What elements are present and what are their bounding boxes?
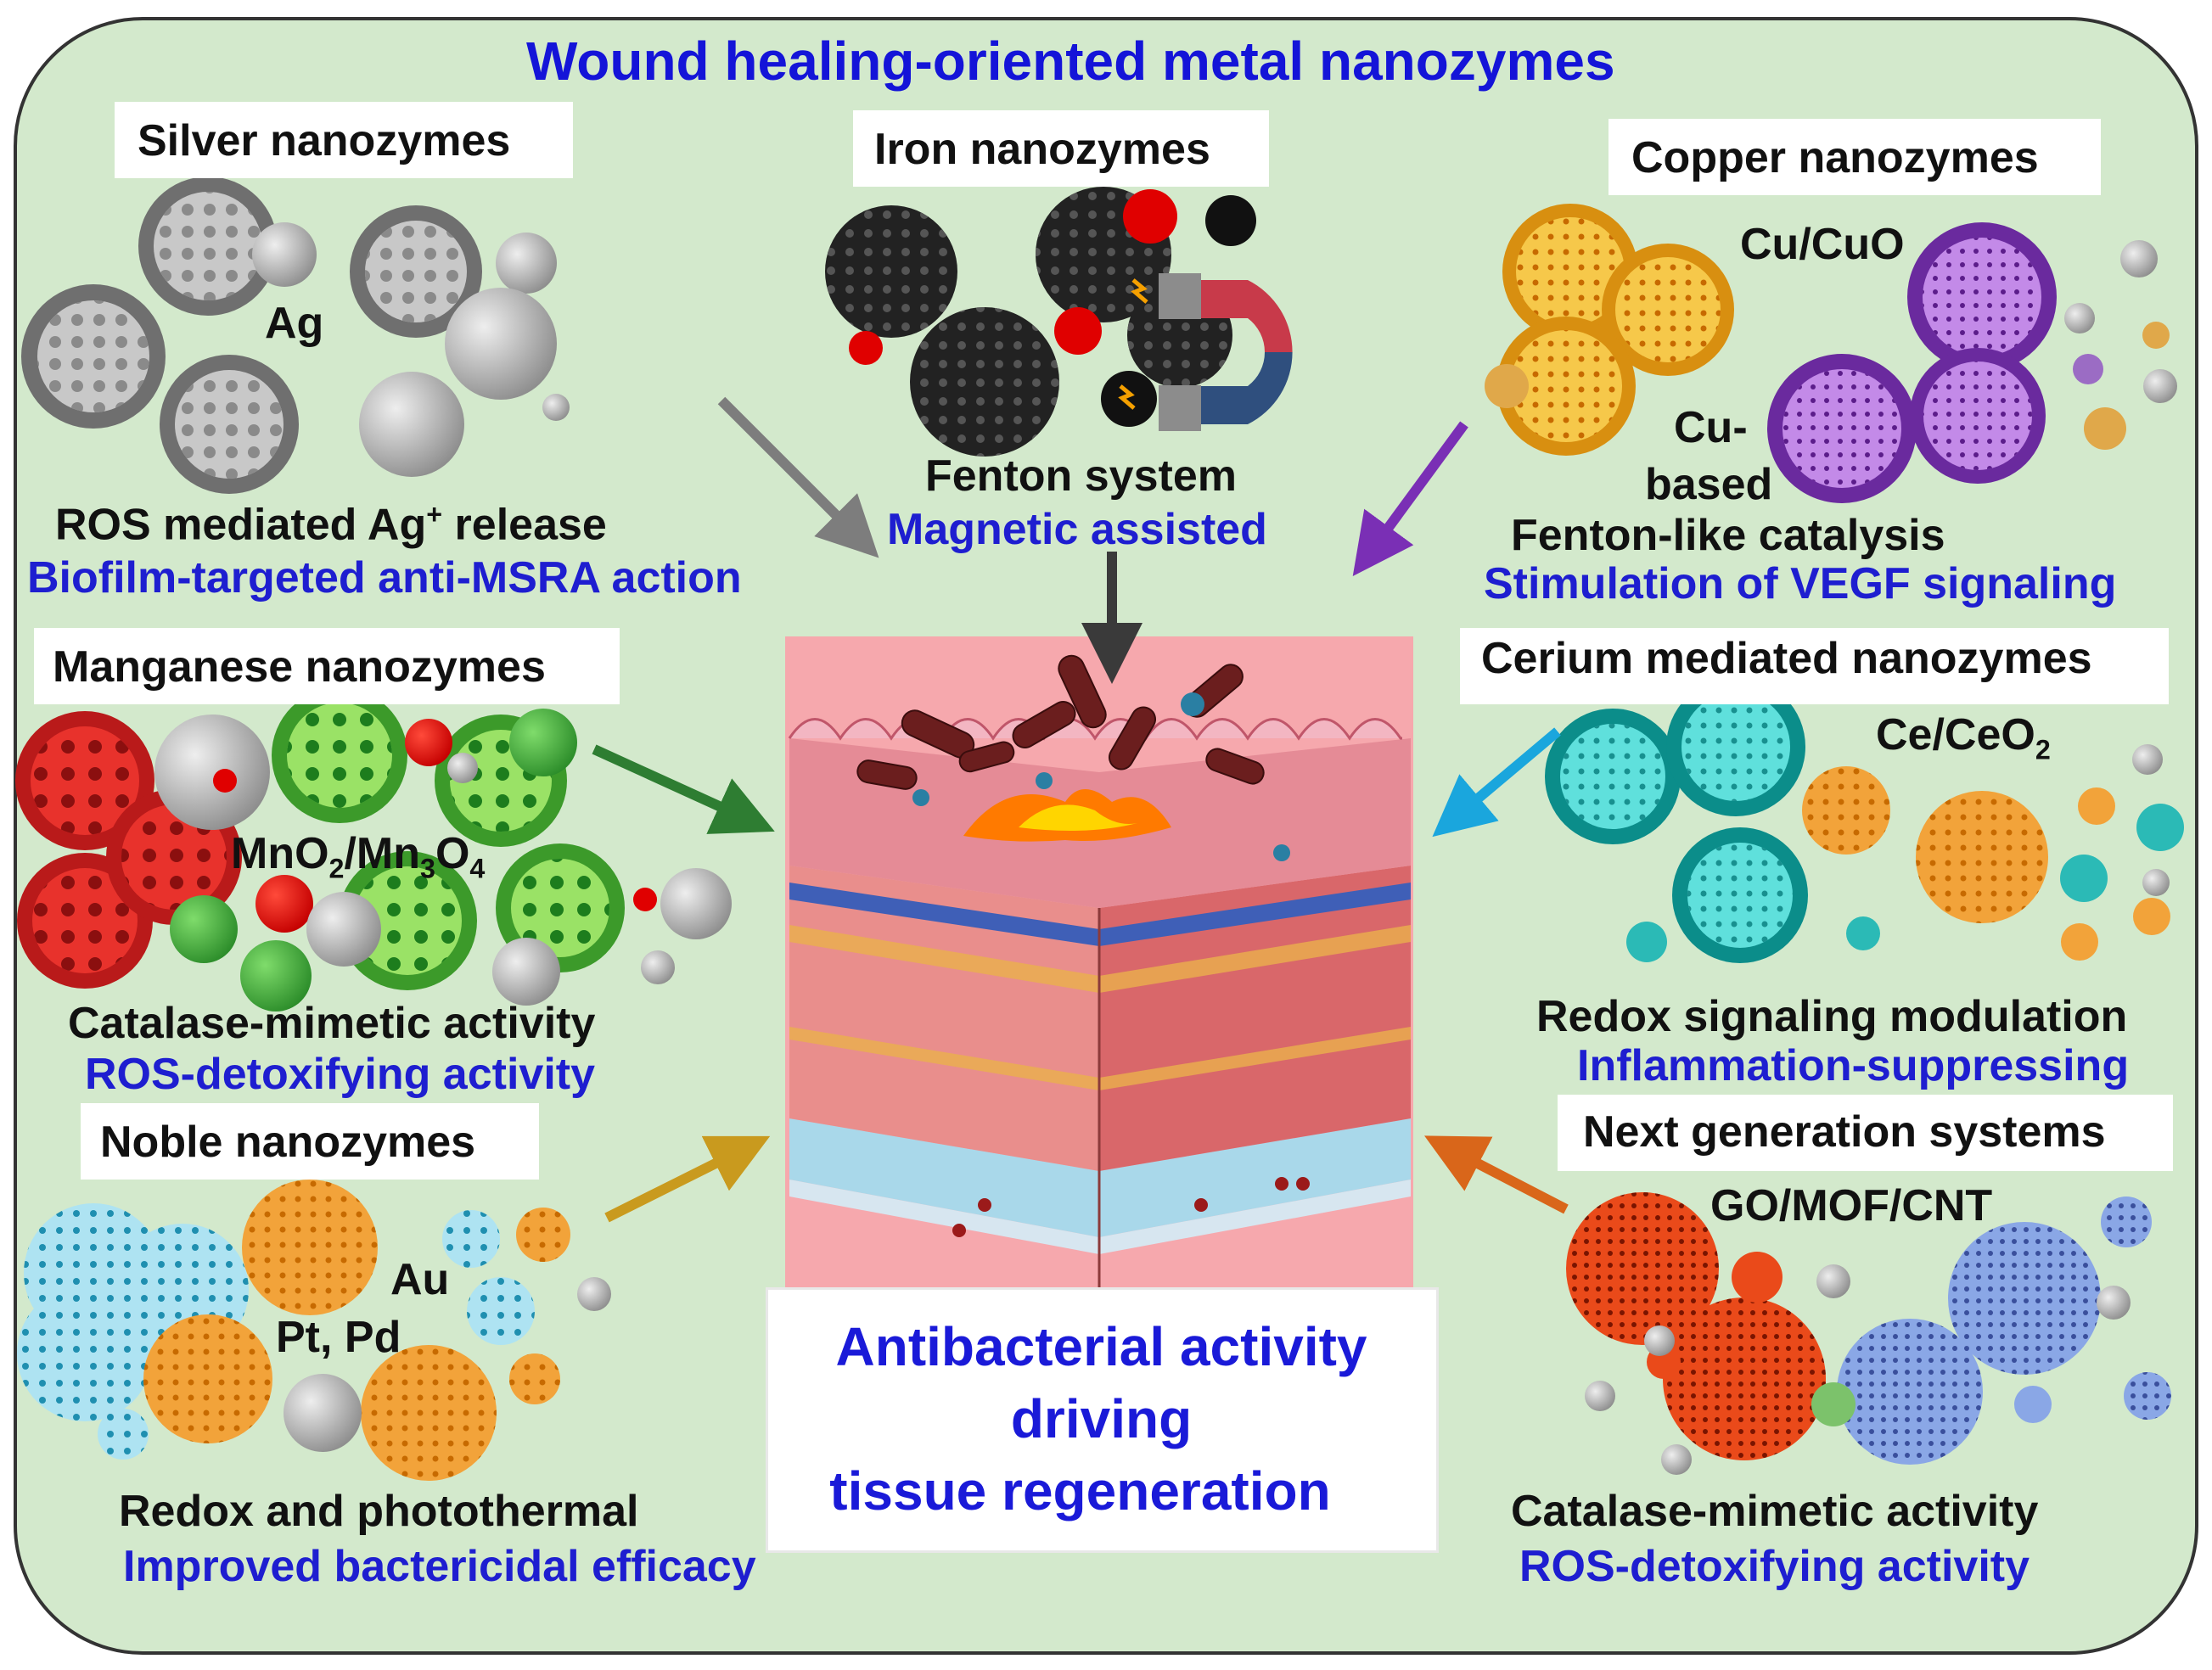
manganese-outcome: ROS-detoxifying activity (85, 1050, 595, 1099)
copper-label-based: based (1645, 460, 1773, 509)
cerium-label: Ce/CeO2 (1876, 710, 2051, 765)
center-line-2: driving (1010, 1388, 1193, 1449)
noble-header-box (81, 1103, 539, 1180)
silver-header: Silver nanozymes (138, 116, 511, 165)
copper-header-box (1608, 119, 2101, 195)
figure-title: Wound healing-oriented metal nanozymes (526, 31, 1615, 92)
arrow-noble (604, 1135, 771, 1223)
copper-outcome: Stimulation of VEGF signaling (1484, 559, 2117, 608)
iron-nanoparticles (825, 187, 1293, 457)
cerium-mechanism: Redox signaling modulation (1536, 992, 2128, 1041)
noble-outcome: Improved bactericidal efficacy (123, 1542, 756, 1591)
noble-mechanism: Redox and photothermal (119, 1487, 639, 1536)
noble-label-ptpd: Pt, Pd (276, 1313, 401, 1362)
silver-mechanism: ROS mediated Ag+ release (55, 499, 607, 550)
noble-nanoparticles (17, 1180, 611, 1481)
nextgen-mechanism: Catalase-mimetic activity (1511, 1487, 2039, 1536)
manganese-header-box (34, 628, 620, 704)
silver-label: Ag (265, 299, 324, 348)
arrow-nextgen (1424, 1135, 1569, 1214)
nextgen-header: Next generation systems (1583, 1107, 2106, 1157)
cerium-outcome: Inflammation-suppressing (1577, 1041, 2130, 1090)
center-line-1: Antibacterial activity (835, 1316, 1367, 1377)
nextgen-header-box (1558, 1095, 2173, 1171)
silver-header-box (115, 102, 573, 178)
arrow-silver (717, 396, 879, 558)
manganese-header: Manganese nanozymes (53, 642, 546, 692)
center-line-3: tissue regeneration (829, 1460, 1331, 1521)
cerium-nanoparticles (1545, 677, 2184, 963)
iron-header: Iron nanozymes (874, 125, 1210, 174)
copper-mechanism: Fenton-like catalysis (1511, 511, 1945, 560)
nextgen-nanoparticles (1566, 1192, 2171, 1475)
noble-header: Noble nanozymes (100, 1118, 476, 1167)
copper-label-cu: Cu- (1674, 403, 1748, 452)
arrow-cerium (1432, 727, 1561, 838)
arrow-copper (1352, 421, 1468, 577)
silver-outcome: Biofilm-targeted anti-MSRA action (27, 553, 742, 602)
pathway-arrows (592, 396, 1569, 1223)
nextgen-label: GO/MOF/CNT (1710, 1181, 1993, 1230)
copper-header: Copper nanozymes (1631, 133, 2039, 182)
iron-outcome: Magnetic assisted (887, 505, 1267, 554)
manganese-nanoparticles (15, 687, 732, 1012)
manganese-label: MnO2/Mn3O4 (231, 829, 486, 884)
silver-nanoparticles (21, 177, 570, 494)
copper-label-cuo: Cu/CuO (1740, 220, 1905, 269)
cerium-header: Cerium mediated nanozymes (1481, 634, 2092, 683)
iron-header-box (853, 110, 1269, 187)
skin-tissue-illustration (785, 636, 1413, 1290)
center-summary-box (768, 1290, 1436, 1550)
noble-label-au: Au (390, 1255, 450, 1304)
cerium-header-box (1460, 628, 2169, 704)
arrow-manganese (592, 744, 775, 834)
nextgen-outcome: ROS-detoxifying activity (1519, 1542, 2030, 1591)
manganese-mechanism: Catalase-mimetic activity (68, 999, 596, 1048)
copper-nanoparticles (1485, 204, 2177, 503)
iron-mechanism: Fenton system (925, 451, 1237, 501)
